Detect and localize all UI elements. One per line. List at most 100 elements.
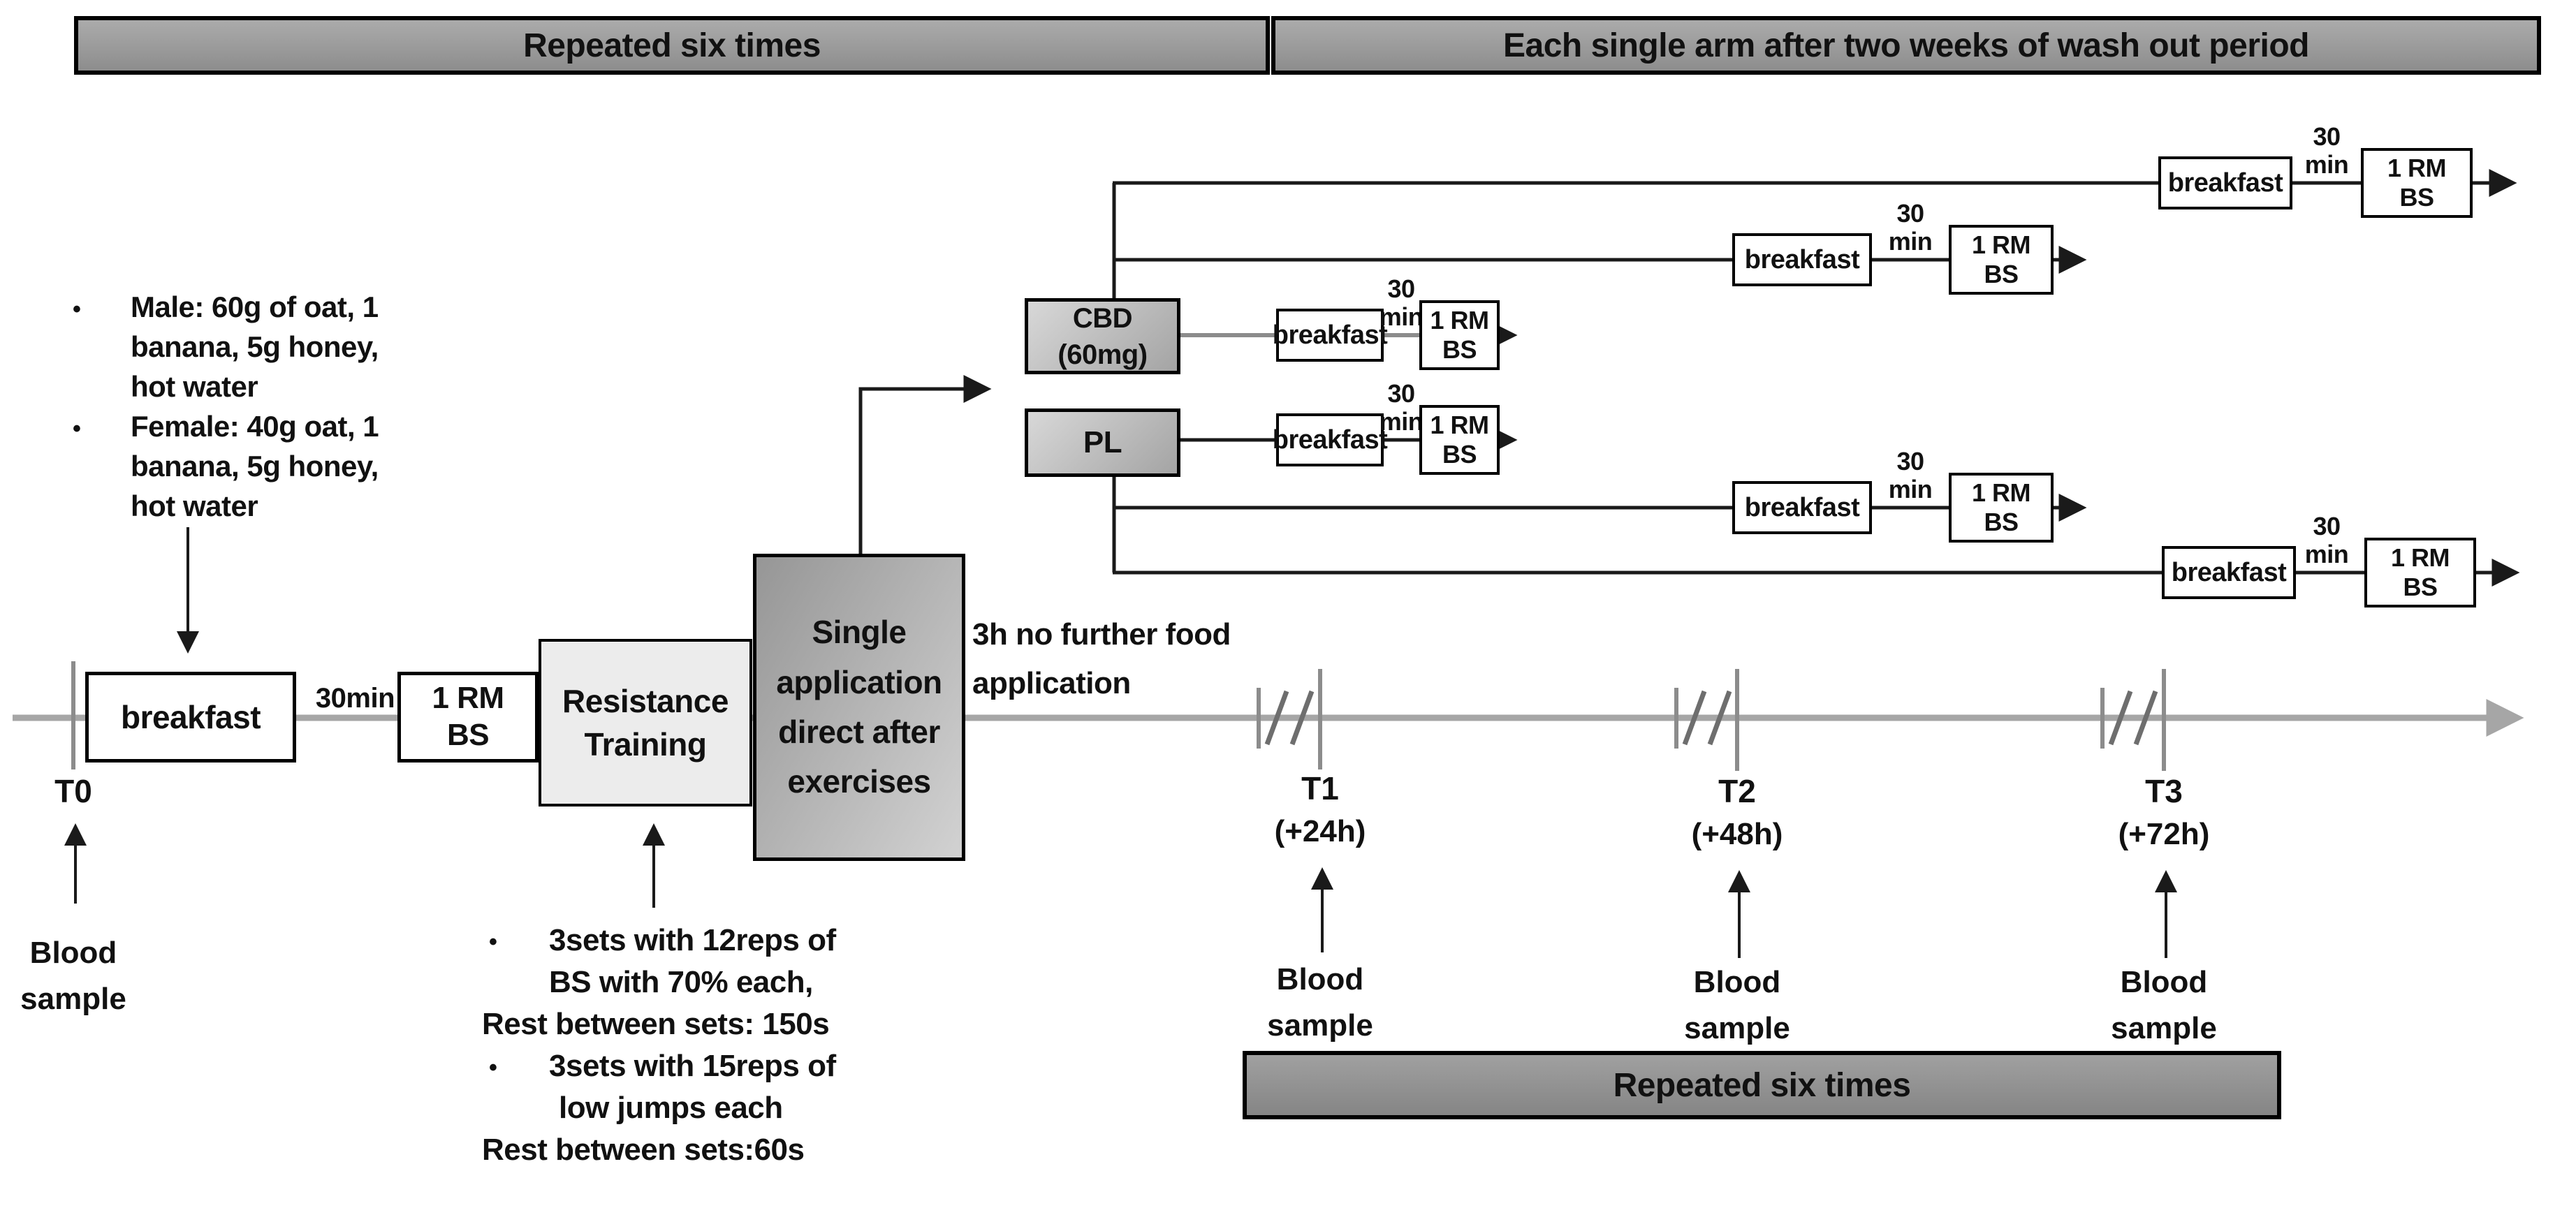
branch-one-rm-line: 1 RM [1971, 478, 2031, 507]
branch-one-rm-box: 1 RM BS [1419, 300, 1500, 370]
break2-slash-icon [1682, 690, 1707, 746]
no-food-note-line: 3h no further food [972, 617, 1231, 651]
single-application-line: Single [812, 614, 907, 651]
t1-offset-label: (+24h) [1274, 814, 1366, 848]
bullet-icon: • [73, 415, 81, 442]
branch-one-rm-line: BS [1984, 260, 2019, 288]
cbd-box: CBD (60mg) [1025, 298, 1180, 374]
branch-interval-line: 30 [2313, 512, 2341, 540]
branch-breakfast-box: breakfast [2162, 546, 2296, 599]
branch-one-rm-box: 1 RM BS [1419, 405, 1500, 475]
break2-slash-icon [1707, 690, 1732, 746]
breakfast-box-label: breakfast [120, 699, 261, 735]
branch-interval-line: min [1888, 227, 1933, 256]
branch-breakfast-label: breakfast [2167, 168, 2283, 198]
branch-one-rm-line: 1 RM [2390, 543, 2450, 572]
training-note-line: 3sets with 15reps of [549, 1049, 836, 1083]
branch-breakfast-box: breakfast [2158, 156, 2292, 209]
cbd-box-line: (60mg) [1058, 339, 1148, 370]
branch-interval-line: 30 [1896, 447, 1924, 476]
training-note-line: Rest between sets:60s [482, 1133, 805, 1167]
branch-breakfast-box: breakfast [1272, 309, 1388, 362]
bullet-icon: • [489, 929, 497, 955]
branch-one-rm-box: 1 RM BS [1949, 225, 2054, 295]
breakfast-note-line: Male: 60g of oat, 1 [131, 290, 379, 323]
breakfast-note-line: hot water [131, 489, 258, 522]
branch-one-rm-line: 1 RM [1971, 230, 2031, 259]
t2-blood-label: Blood [1693, 965, 1781, 999]
t2-blood-label: sample [1684, 1011, 1790, 1045]
resistance-line: Resistance [562, 682, 729, 719]
single-application-box: Single application direct after exercise… [753, 554, 965, 861]
branch-interval-label: 30 min [1352, 275, 1450, 331]
t1-label: T1 [1301, 770, 1339, 806]
branch-breakfast-label: breakfast [1744, 492, 1860, 522]
t0-label: T0 [54, 773, 92, 809]
breakfast-note-line: hot water [131, 370, 258, 403]
break3-slash-icon [2108, 690, 2133, 746]
top-banner-repeated: Repeated six times [74, 16, 1270, 75]
branch-interval-line: 30 [2313, 122, 2341, 151]
t2-offset-label: (+48h) [1691, 817, 1783, 851]
branch-interval-line: min [2304, 150, 2349, 179]
branch-interval-line: min [1888, 475, 1933, 503]
branch-interval-line: min [2304, 540, 2349, 568]
branch-one-rm-line: BS [2399, 183, 2434, 212]
breakfast-box: breakfast [85, 672, 296, 763]
break1-slash-icon [1264, 690, 1289, 746]
bottom-banner-repeated-label: Repeated six times [1613, 1066, 1911, 1104]
top-banner-repeated-label: Repeated six times [523, 27, 821, 64]
washout-banner: Each single arm after two weeks of wash … [1271, 16, 2541, 75]
branch-one-rm-line: BS [1984, 508, 2019, 536]
branch-breakfast-label: breakfast [1272, 320, 1388, 350]
branch-interval-label: 30 min [1861, 448, 1959, 503]
branch-one-rm-line: BS [1442, 335, 1477, 364]
bullet-icon: • [73, 296, 81, 323]
washout-banner-label: Each single arm after two weeks of wash … [1503, 27, 2309, 64]
training-note-line: BS with 70% each, [549, 965, 813, 999]
single-application-line: direct after [778, 714, 940, 750]
breakfast-note-line: banana, 5g honey, [131, 330, 379, 363]
one-rm-line: 1 RM [432, 681, 504, 716]
resistance-training-box: Resistance Training [539, 639, 752, 806]
t0-blood-label: Blood [29, 936, 117, 970]
branch-one-rm-box: 1 RM BS [2361, 148, 2473, 218]
branch-interval-label: 30 min [1352, 380, 1450, 436]
break1-slash-icon [1289, 690, 1315, 746]
branch-interval-label: 30 min [1861, 200, 1959, 256]
training-note-line: 3sets with 12reps of [549, 923, 836, 957]
branch-breakfast-label: breakfast [2171, 557, 2287, 587]
branch-breakfast-label: breakfast [1744, 244, 1860, 274]
branch-one-rm-line: BS [2403, 573, 2438, 601]
pl-box-label: PL [1083, 425, 1122, 459]
interval-label: 30min [315, 683, 395, 714]
t1-blood-label: sample [1267, 1008, 1373, 1043]
branch-interval-label: 30 min [2278, 123, 2376, 179]
one-rm-box: 1 RM BS [397, 672, 539, 763]
t3-offset-label: (+72h) [2118, 817, 2210, 851]
t3-blood-label: sample [2111, 1011, 2217, 1045]
no-food-note-line: application [972, 666, 1131, 700]
breakfast-note-line: Female: 40g oat, 1 [131, 410, 379, 443]
branch-one-rm-line: BS [1442, 440, 1477, 469]
branch-breakfast-box: breakfast [1272, 413, 1388, 466]
single-application-line: application [776, 663, 942, 700]
branch-interval-line: 30 [1387, 379, 1415, 408]
bottom-banner-repeated: Repeated six times [1243, 1051, 2281, 1119]
branch-interval-line: 30 [1387, 274, 1415, 303]
branch-interval-line: 30 [1896, 199, 1924, 228]
training-note-line: Rest between sets: 150s [482, 1007, 830, 1041]
branch-breakfast-label: breakfast [1272, 425, 1388, 455]
branch-one-rm-line: 1 RM [1430, 410, 1489, 439]
branch-interval-label: 30 min [2278, 513, 2376, 568]
training-note-line: low jumps each [559, 1091, 783, 1125]
t0-blood-label: sample [20, 982, 126, 1016]
branch-one-rm-line: 1 RM [1430, 305, 1489, 334]
breakfast-note-line: banana, 5g honey, [131, 450, 379, 483]
bullet-icon: • [489, 1054, 497, 1081]
application-elbow-arrow [858, 375, 992, 554]
branch-breakfast-box: breakfast [1732, 481, 1872, 534]
branch-one-rm-box: 1 RM BS [2364, 538, 2476, 607]
t3-blood-label: Blood [2120, 965, 2208, 999]
